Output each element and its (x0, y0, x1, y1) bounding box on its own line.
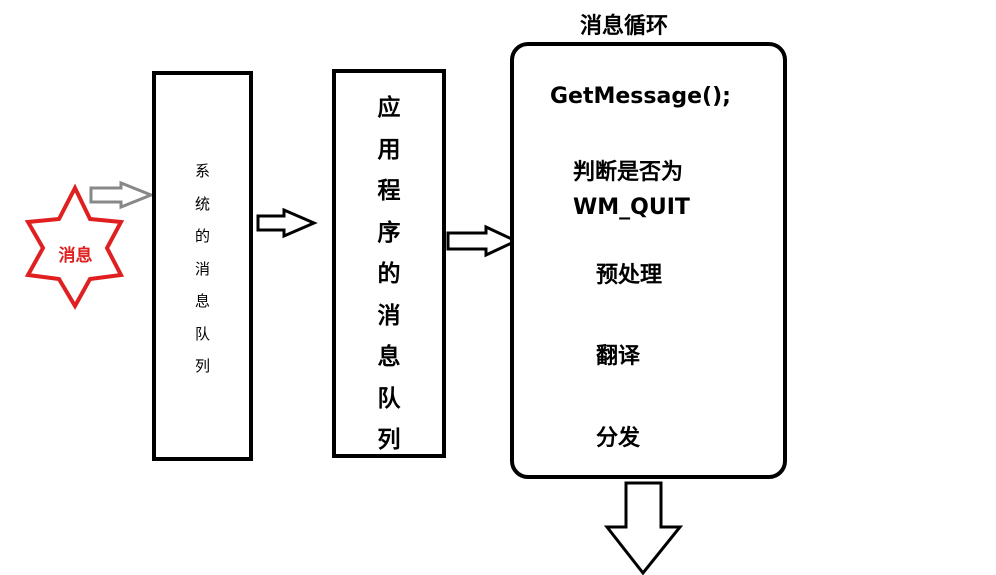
app-queue-char: 应 (377, 95, 401, 121)
arrow-system-to-app-queue (256, 207, 318, 239)
message-source-label: 消息 (58, 246, 93, 266)
system-queue-char: 的 (194, 227, 210, 245)
application-message-queue: 应 用 程 序 的 消 息 队 列 (332, 69, 446, 458)
message-loop-title: 消息循环 (580, 14, 669, 39)
step-get-message: GetMessage(); (550, 84, 731, 109)
message-star-shape (24, 183, 125, 311)
system-queue-char: 息 (194, 292, 210, 310)
app-queue-char: 息 (377, 344, 401, 370)
app-queue-char: 程 (377, 178, 401, 204)
app-queue-char: 的 (377, 261, 401, 287)
system-queue-char: 列 (194, 357, 210, 375)
message-loop-box (510, 42, 787, 479)
app-queue-char: 序 (377, 219, 401, 246)
arrow-loop-down (603, 481, 684, 575)
system-queue-label: 系 统 的 消 息 队 列 (156, 155, 249, 383)
system-queue-char: 队 (194, 324, 210, 343)
step-translate: 翻译 (596, 344, 641, 369)
app-queue-char: 列 (377, 427, 401, 453)
app-queue-char: 消 (377, 302, 401, 329)
app-queue-char: 队 (377, 385, 401, 412)
step-preprocess: 预处理 (596, 263, 663, 288)
system-queue-char: 系 (194, 162, 210, 180)
app-queue-char: 用 (377, 136, 401, 163)
step-check-quit: 判断是否为 (573, 160, 684, 185)
step-dispatch: 分发 (596, 426, 641, 451)
system-queue-char: 统 (194, 194, 210, 213)
arrow-source-to-system-queue (89, 180, 156, 210)
arrow-app-queue-to-loop (446, 224, 520, 258)
system-message-queue: 系 统 的 消 息 队 列 (152, 71, 253, 461)
system-queue-char: 消 (194, 259, 210, 278)
step-wm-quit: WM_QUIT (573, 195, 690, 220)
app-queue-label: 应 用 程 序 的 消 息 队 列 (336, 88, 442, 462)
